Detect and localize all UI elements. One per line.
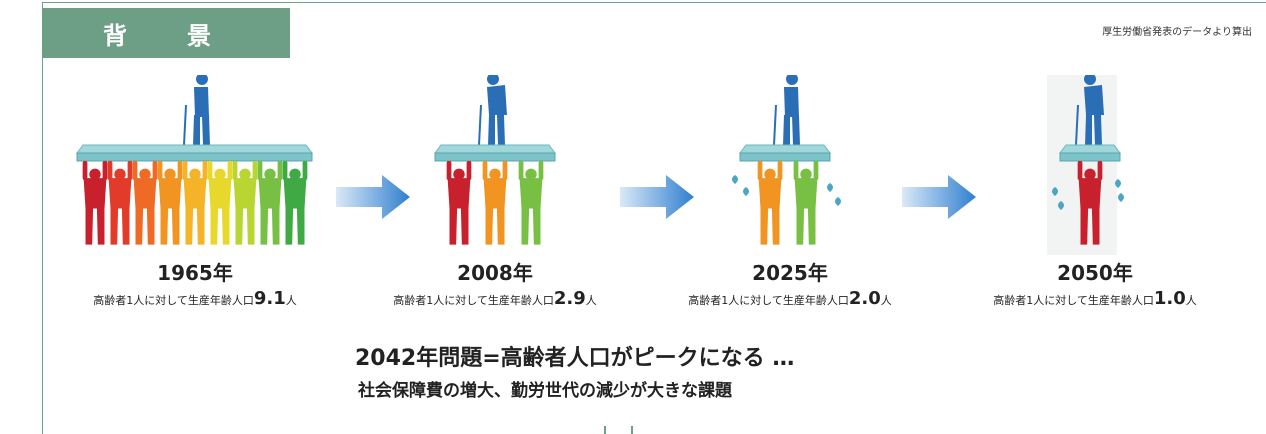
sweat-drop-icon [732, 175, 738, 184]
elderly-person-with-cane-icon [1075, 75, 1104, 146]
sweat-drop-icon [1052, 187, 1058, 196]
ratio-text: 高齢者1人に対して生産年齢人口2.0人 [650, 288, 930, 309]
stage-2008: 2008年 高齢者1人に対して生産年齢人口2.9人 [355, 75, 635, 325]
ratio-value: 2.0 [848, 288, 881, 309]
worker-lifting-icon [446, 161, 472, 245]
stage-2050: 2050年 高齢者1人に対して生産年齢人口1.0人 [955, 75, 1235, 325]
elderly-person-with-cane-icon [773, 75, 800, 146]
sweat-drop-icon [827, 183, 833, 192]
ratio-unit: 人 [285, 294, 297, 307]
sweat-drop-icon [1118, 193, 1124, 202]
worker-lifting-icon [82, 161, 108, 245]
sweat-drop-icon [1058, 201, 1064, 210]
ratio-unit: 人 [1185, 294, 1197, 307]
right-arrow-icon [902, 175, 976, 219]
year-label: 1965年 [157, 261, 233, 285]
year-label: 2025年 [752, 261, 828, 285]
worker-lifting-icon [107, 161, 133, 245]
glass-platform [739, 144, 831, 162]
burden-illustration-2025 [732, 75, 841, 245]
right-arrow-icon [620, 175, 694, 219]
ratio-text: 高齢者1人に対して生産年齢人口1.0人 [955, 288, 1235, 309]
worker-lifting-icon [257, 161, 283, 245]
section-badge: 背 景 [42, 8, 290, 58]
ratio-text: 高齢者1人に対して生産年齢人口2.9人 [355, 288, 635, 309]
frame-top-border [42, 2, 1266, 3]
worker-lifting-icon [132, 161, 158, 245]
burden-illustration-2008 [434, 75, 556, 245]
worker-lifting-icon [1077, 161, 1103, 245]
ratio-prefix: 高齢者1人に対して生産年齢人口 [688, 294, 849, 307]
worker-lifting-icon [282, 161, 308, 245]
frame-tick [604, 426, 606, 434]
headline: 2042年問題=高齢者人口がピークになる … [355, 346, 795, 371]
ratio-value: 1.0 [1153, 288, 1186, 309]
glass-platform [434, 144, 556, 162]
ratio-text: 高齢者1人に対して生産年齢人口9.1人 [55, 288, 335, 309]
ratio-prefix: 高齢者1人に対して生産年齢人口 [993, 294, 1154, 307]
worker-lifting-icon [793, 161, 819, 245]
subline: 社会保障費の増大、勤労世代の減少が大きな課題 [358, 381, 732, 401]
ratio-value: 2.9 [553, 288, 586, 309]
worker-lifting-icon [182, 161, 208, 245]
burden-illustration-1965 [76, 75, 313, 245]
ratio-prefix: 高齢者1人に対して生産年齢人口 [93, 294, 254, 307]
worker-lifting-icon [482, 161, 508, 245]
year-label: 2008年 [457, 261, 533, 285]
worker-lifting-icon [157, 161, 183, 245]
frame-tick [631, 426, 633, 434]
worker-lifting-icon [232, 161, 258, 245]
sweat-drop-icon [743, 187, 749, 196]
worker-lifting-icon [207, 161, 233, 245]
stage-1965: 1965年 高齢者1人に対して生産年齢人口9.1人 [55, 75, 335, 325]
elderly-person-with-cane-icon [183, 75, 210, 146]
glass-platform [76, 144, 313, 162]
ratio-prefix: 高齢者1人に対して生産年齢人口 [393, 294, 554, 307]
ratio-unit: 人 [585, 294, 597, 307]
ratio-unit: 人 [880, 294, 892, 307]
elderly-person-with-cane-icon [478, 75, 507, 146]
source-note: 厚生労働省発表のデータより算出 [1102, 27, 1252, 38]
frame-left-border [42, 2, 43, 434]
sweat-drop-icon [835, 197, 841, 206]
glass-platform [1059, 144, 1121, 162]
sweat-drop-icon [1115, 179, 1121, 188]
stage-2025: 2025年 高齢者1人に対して生産年齢人口2.0人 [650, 75, 930, 325]
year-label: 2050年 [1057, 261, 1133, 285]
worker-lifting-icon [757, 161, 783, 245]
burden-illustration-2050 [1047, 75, 1124, 255]
right-arrow-icon [336, 175, 410, 219]
ratio-value: 9.1 [253, 288, 286, 309]
worker-lifting-icon [518, 161, 544, 245]
